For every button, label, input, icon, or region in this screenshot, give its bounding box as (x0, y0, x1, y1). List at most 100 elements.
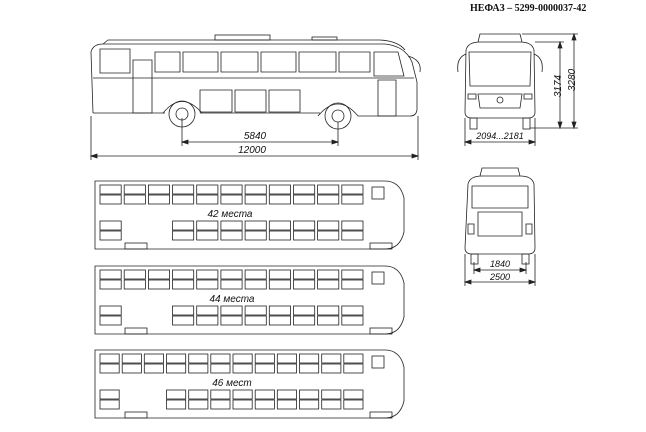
driver-seat (371, 271, 385, 285)
seat (147, 269, 170, 280)
mirror (407, 55, 421, 73)
seat (188, 353, 209, 364)
seat (268, 194, 291, 205)
seat (254, 399, 275, 410)
seat (232, 353, 253, 364)
seat (341, 230, 364, 241)
seat (172, 315, 195, 326)
seat (293, 269, 316, 280)
seat (244, 279, 267, 290)
bus-body-outline (90, 43, 418, 117)
seat (299, 389, 320, 400)
seat (343, 353, 364, 364)
seat (220, 230, 243, 241)
seat (123, 279, 146, 290)
seat (172, 184, 195, 195)
seat (321, 363, 342, 374)
front-door (377, 79, 397, 117)
rear-wheel-right (521, 253, 530, 265)
seat (196, 269, 219, 280)
seat (341, 184, 364, 195)
roof-ac-unit (311, 36, 338, 41)
roof-line (102, 39, 406, 51)
rear-roof-cap (479, 167, 521, 177)
seat (268, 184, 291, 195)
roof-hatch (214, 34, 271, 41)
seat (317, 220, 340, 231)
seat (172, 279, 195, 290)
seat (293, 184, 316, 195)
seat (341, 194, 364, 205)
seat (244, 220, 267, 231)
seat (293, 194, 316, 205)
seat (220, 194, 243, 205)
seat (343, 389, 364, 400)
seat-rows (99, 184, 364, 241)
rear-door-opening (124, 411, 148, 419)
height-dimension-lines (522, 32, 578, 130)
seat (121, 363, 142, 374)
seat (276, 363, 297, 374)
width-dimension-line (463, 118, 537, 146)
driver-seat (371, 355, 385, 369)
seat (317, 230, 340, 241)
dim-height-1-label: 3174 (553, 74, 564, 97)
wheelbase-dimension-line (180, 118, 340, 146)
seat (123, 269, 146, 280)
rear-light-left (467, 223, 475, 235)
seat (99, 305, 122, 316)
seat (166, 353, 187, 364)
seat (99, 194, 122, 205)
seat (172, 305, 195, 316)
seat (317, 315, 340, 326)
seat (196, 305, 219, 316)
seat (99, 184, 122, 195)
front-door-opening (369, 327, 393, 335)
seat (196, 315, 219, 326)
seat (317, 184, 340, 195)
layout-44-label: 44 места (210, 294, 255, 305)
seat (321, 389, 342, 400)
seat (99, 220, 122, 231)
seat (172, 194, 195, 205)
seat (343, 363, 364, 374)
engine-hatch (477, 211, 523, 237)
seat (341, 269, 364, 280)
seat (147, 184, 170, 195)
seat (99, 353, 120, 364)
floor-plan-46 (94, 349, 405, 419)
seat (99, 279, 122, 290)
seat (196, 194, 219, 205)
seat (293, 230, 316, 241)
seat (220, 305, 243, 316)
seat (99, 269, 122, 280)
front-door-opening (369, 242, 393, 250)
grille (477, 93, 523, 109)
seat (232, 399, 253, 410)
seat-rows (99, 269, 364, 326)
seat (99, 363, 120, 374)
front-wheel-left (469, 117, 478, 130)
seat (244, 230, 267, 241)
floor-plan-44 (94, 265, 405, 335)
seat (166, 399, 187, 410)
seat (268, 315, 291, 326)
seat (143, 363, 164, 374)
rear-width-dimension-line (463, 254, 537, 286)
seat (188, 389, 209, 400)
seat (123, 194, 146, 205)
seat (121, 353, 142, 364)
seat (123, 184, 146, 195)
seat (147, 194, 170, 205)
driver-seat (371, 186, 385, 200)
seat (172, 220, 195, 231)
luggage-compartments (199, 89, 301, 113)
seat (341, 305, 364, 316)
dim-track-label: 1840 (490, 259, 510, 269)
rear-view (463, 167, 537, 286)
seat (166, 389, 187, 400)
seat (220, 269, 243, 280)
seat (276, 389, 297, 400)
seat (188, 363, 209, 374)
